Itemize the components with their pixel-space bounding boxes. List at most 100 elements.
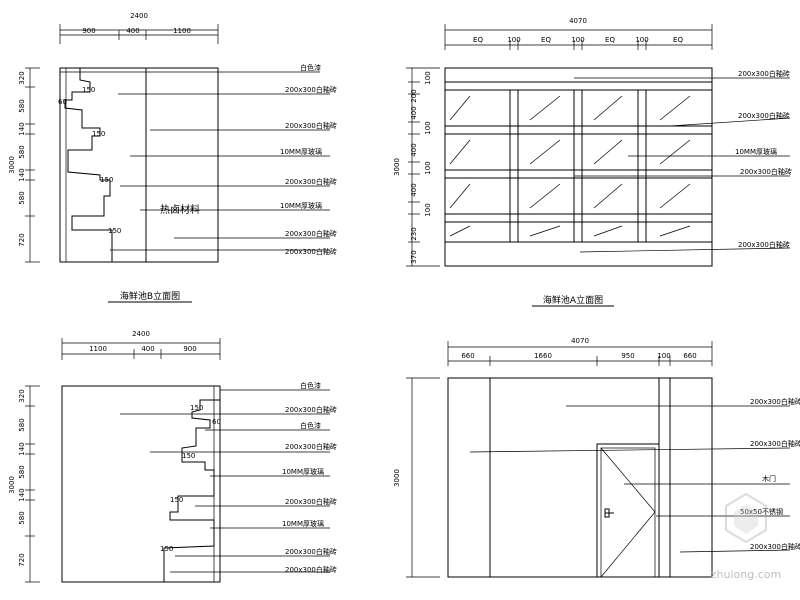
top-label-b: 60 [58,98,67,106]
callout-b-1: 白色漆 [300,63,321,72]
vertical-mullions-a [509,90,647,242]
height-b-4: 580 [18,145,26,158]
dim-part-a-4: 100 [571,36,584,44]
height-ticks-a [408,81,420,243]
height-c-6: 580 [18,511,26,524]
leaders-d [469,405,791,553]
dim-part-b-2: 400 [126,27,139,35]
watermark-logo [725,492,767,544]
callout-b-2: 200x300白釉砖 [285,85,337,94]
height-total-c: 3000 [8,476,16,494]
dim-part-a-1: EQ [473,36,483,44]
dim-part-d-3: 950 [621,352,634,360]
height-a-1: 100 [424,71,432,84]
dim-total-d: 4070 [571,337,589,345]
height-b-3: 140 [18,122,26,135]
dim-total-a: 4070 [569,17,587,25]
height-total-a: 3000 [393,158,401,176]
elevation-view-a: 4070 EQ 100 EQ 100 EQ 100 EQ 3000 [393,17,792,307]
shelf-depth-c-4: 150 [160,545,173,553]
watermark-text: zhulong.com [711,568,781,581]
callout-b-7: 200x300白釉砖 [285,229,337,238]
height-b-6: 580 [18,191,26,204]
height-a-2: 200 [410,89,418,102]
view-title-b: 海鲜池B立面图 [120,290,180,302]
callout-d-4: 50x50不锈钢 [740,507,783,516]
callout-c-3: 白色漆 [300,421,321,430]
shelf-depth-c-1: 150 [190,404,203,412]
shelf-depth-b-2: 150 [92,130,105,138]
shelf-depth-c-3: 150 [170,496,183,504]
leaders-b [60,71,330,251]
callout-a-1: 200x300白釉砖 [738,69,790,78]
height-b-7: 720 [18,233,26,246]
callout-b-3: 200x300白釉砖 [285,121,337,130]
dim-part-a-5: EQ [605,36,615,44]
door [596,443,660,578]
dim-part-b-1: 900 [82,27,95,35]
callout-b-8: 200x300白釉砖 [285,247,337,256]
dim-part-d-4: 100 [657,352,670,360]
height-c-1: 320 [18,389,26,402]
height-c-5: 140 [18,488,26,501]
dim-part-a-3: EQ [541,36,551,44]
height-b-1: 320 [18,71,26,84]
dim-ticks-a [509,40,647,50]
dim-part-a-2: 100 [507,36,520,44]
dim-total-c: 2400 [132,330,150,338]
callout-c-5: 10MM厚玻璃 [282,467,324,476]
height-total-d: 3000 [393,469,401,487]
height-c-4: 580 [18,465,26,478]
callout-c-4: 200x300白釉砖 [285,442,337,451]
callout-b-6: 10MM厚玻璃 [280,201,322,210]
top-label-c: 60 [212,418,221,426]
callout-c-8: 200x300白釉砖 [285,547,337,556]
height-c-2: 580 [18,418,26,431]
height-a-4: 100 [424,121,432,134]
callout-a-4: 200x300白釉砖 [740,167,792,176]
callout-b-5: 200x300白釉砖 [285,177,337,186]
callout-b-4: 10MM厚玻璃 [280,147,322,156]
height-a-10: 370 [410,250,418,263]
leaders-c [120,389,330,573]
height-b-2: 580 [18,99,26,112]
callout-c-1: 白色漆 [300,381,321,390]
center-text-b: 热卤材料 [160,203,200,216]
dim-part-b-3: 1100 [173,27,191,35]
height-c-7: 720 [18,553,26,566]
callout-c-2: 200x300白釉砖 [285,405,337,414]
height-a-9: 230 [410,227,418,240]
dim-part-c-1: 1100 [89,345,107,353]
callout-a-5: 200x300白釉砖 [738,240,790,249]
height-b-5: 140 [18,168,26,181]
dim-part-d-5: 660 [683,352,696,360]
height-a-3: 400 [410,106,418,119]
elevation-view-b: 2400 900 400 1100 3000 320 580 140 580 1… [8,12,337,303]
shelf-depth-b-3: 150 [100,176,113,184]
height-ticks-b [25,86,35,217]
dim-ticks-d [489,356,671,366]
dim-part-a-7: EQ [673,36,683,44]
leaders-a [574,77,791,253]
callout-d-1: 200x300白釉砖 [750,397,800,406]
callout-c-9: 200x300白釉砖 [285,565,337,574]
dim-part-d-2: 1660 [534,352,552,360]
callout-d-3: 木门 [762,474,776,483]
dim-part-c-3: 900 [183,345,196,353]
dim-part-a-6: 100 [635,36,648,44]
view-title-a: 海鲜池A立面图 [543,294,603,306]
elevation-view-c: 2400 1100 400 900 3000 320 580 140 580 1… [8,330,337,583]
horizontal-bands-a [445,81,712,243]
dim-total-b: 2400 [130,12,148,20]
dim-part-c-2: 400 [141,345,154,353]
callout-d-2: 200x300白釉砖 [750,439,800,448]
callout-a-3: 10MM厚玻璃 [735,147,777,156]
dim-part-d-1: 660 [461,352,474,360]
height-total-b: 3000 [8,156,16,174]
height-a-8: 100 [424,203,432,216]
height-c-3: 140 [18,442,26,455]
callout-d-5: 200x300白釉砖 [750,542,800,551]
elevation-view-d: 4070 660 1660 950 100 660 3000 [393,337,800,581]
shelf-depth-c-2: 150 [182,452,195,460]
